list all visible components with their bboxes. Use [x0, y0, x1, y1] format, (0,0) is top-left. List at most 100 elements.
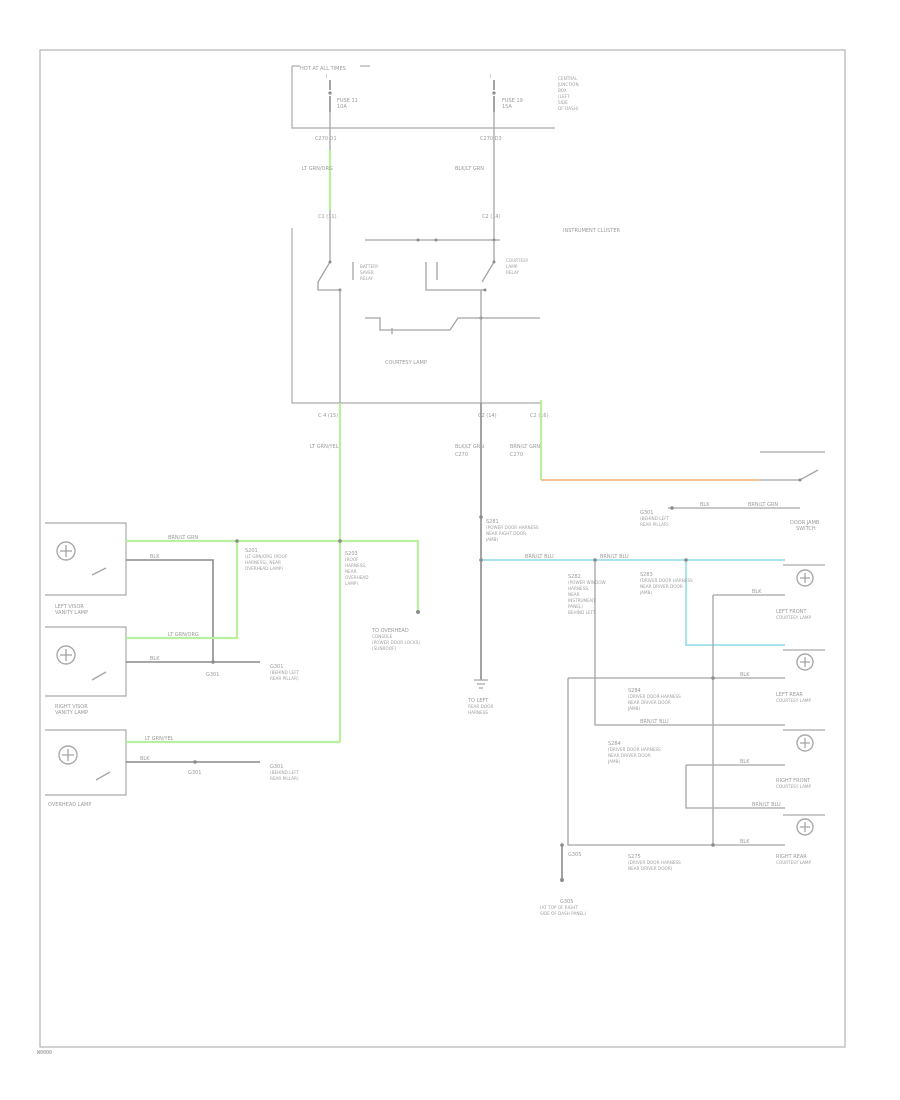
relay-right-0: COURTESY: [506, 258, 529, 263]
right-rear-courtesy-lamp: RIGHT REAR COURTESY LAMP: [776, 818, 814, 865]
relay-right-1: LAMP: [506, 264, 518, 269]
right-visor-vanity-lamp: RIGHT VISOR VANITY LAMP: [45, 626, 127, 716]
door-switch-wire-a: BLK: [700, 502, 710, 508]
splice2-label-2: HARNESS,: [345, 563, 366, 568]
center-ground-0: TO LEFT: [467, 698, 489, 704]
left-front-courtesy-lamp: LEFT FRONT COURTESY LAMP: [776, 569, 814, 620]
wire-color-right-5: BLK: [740, 759, 750, 765]
wire-color-left-1: BLK: [150, 554, 160, 560]
wire-color-right-7: BLK: [740, 839, 750, 845]
svg-text:I: I: [326, 74, 327, 80]
bottom-conn-label-2: (POWER DOOR LOCKS): [372, 640, 420, 645]
splice-mid-2: HARNESS,: [568, 586, 589, 591]
fuse-box-hot-label: HOT AT ALL TIMES: [300, 66, 346, 72]
splice-mid3-1: (DRIVER DOOR HARNESS: [628, 694, 681, 699]
splice2-label-4: OVERHEAD: [345, 575, 369, 580]
splice1-label-0: S201: [245, 548, 258, 554]
door-switch-label-0: DOOR JAMB: [790, 520, 820, 526]
wire-color-right-4: BRN/LT BLU: [640, 719, 669, 725]
fuse-box-name-2: BOX: [558, 88, 567, 93]
lamp-right-visor-line1: RIGHT VISOR: [55, 704, 88, 710]
relay-left-1: SAVER: [360, 270, 374, 275]
splice-mid-4: INSTRUMENT: [568, 598, 596, 603]
splice-top-1: (POWER DOOR HARNESS: [486, 525, 539, 530]
splice2-label-3: NEAR: [345, 569, 357, 574]
ground2-label-1: (BEHIND LEFT: [270, 770, 300, 775]
fuse-right-rating: 15A: [502, 104, 512, 110]
splice-mid2-2: NEAR DRIVER DOOR: [640, 584, 683, 589]
module-conn-left: C1 (11): [318, 214, 337, 220]
module-center-label: COURTESY LAMP: [385, 360, 427, 366]
ground2-label-0: G301: [270, 764, 283, 770]
relay-left-2: RELAY: [360, 276, 374, 281]
fuse-box-name-1: JUNCTION: [557, 82, 579, 87]
ground-mark-2: G301: [188, 770, 201, 776]
ground2-label-2: REAR PILLAR): [270, 776, 299, 781]
center-splice-ground: S281 (POWER DOOR HARNESS NEAR RIGHT DOOR…: [467, 515, 539, 715]
module-lower-mid: C2 (14): [478, 413, 497, 419]
lamp-rf-line1: RIGHT FRONT: [776, 778, 811, 784]
splice-mid3-2: NEAR DRIVER DOOR: [628, 700, 671, 705]
splice-mid-1: (POWER WINDOW: [568, 580, 606, 585]
splice-low-extra-3: JAMB): [607, 759, 621, 764]
wire-color-right-1: BLK: [752, 589, 762, 595]
relay-left-0: BATTERY: [360, 264, 379, 269]
module-lower-left: C 4 (15): [318, 413, 338, 419]
fuse-left-label: FUSE 11: [337, 98, 358, 104]
ground1-label-2: REAR PILLAR): [270, 676, 299, 681]
door-switch-wire-b: BRN/LT GRN: [748, 502, 778, 508]
door-switch-ground-0: G301: [640, 510, 653, 516]
g-bottom-mark: G305: [568, 852, 581, 858]
lamp-left-visor-line1: LEFT VISOR: [55, 604, 84, 610]
wire-color-right-6: BRN/LT BLU: [752, 802, 781, 808]
module-conn-right: C2 (14): [482, 214, 501, 220]
center-ground-2: HARNESS: [468, 710, 488, 715]
splice2-label-5: LAMP): [345, 581, 358, 586]
fuse-box-name-0: CENTRAL: [558, 76, 578, 81]
fuse-right-label: FUSE 19: [502, 98, 523, 104]
splice2-label-0: S203: [345, 551, 358, 557]
wire-color-left-5: BLK: [140, 756, 150, 762]
bottom-conn-label-0: TO OVERHEAD: [371, 628, 409, 634]
splice-low-extra-1: (DRIVER DOOR HARNESS: [608, 747, 661, 752]
door-switch-label-1: SWITCH: [796, 526, 816, 532]
splice-mid3-0: S284: [628, 688, 641, 694]
lamp-lr-line1: LEFT REAR: [776, 692, 803, 698]
wire-label-right-conn: C270: [510, 452, 523, 458]
wire-color-left-4: LT GRN/YEL: [145, 736, 174, 742]
bottom-conn-label-1: CONSOLE: [372, 634, 393, 639]
splice-top-2: NEAR RIGHT DOOR: [486, 531, 526, 536]
wire-right-visor-feed: [126, 541, 239, 640]
bottom-conn-label-3: (SUNROOF): [372, 646, 396, 651]
lamp-lf-line1: LEFT FRONT: [776, 609, 807, 615]
lamp-lf-line2: COURTESY LAMP: [776, 615, 812, 620]
center-ground-1: REAR DOOR: [468, 704, 493, 709]
right-front-courtesy-lamp: RIGHT FRONT COURTESY LAMP: [776, 734, 814, 789]
left-visor-vanity-lamp: LEFT VISOR VANITY LAMP: [45, 522, 127, 616]
splice-mid-3: NEAR: [568, 592, 580, 597]
splice-mid2-1: (DRIVER DOOR HARNESS: [640, 578, 693, 583]
splice1-label-2: HARNESS), NEAR: [245, 560, 281, 565]
splice-low-2: NEAR DRIVER DOOR): [628, 866, 673, 871]
module-title: INSTRUMENT CLUSTER: [563, 228, 621, 234]
lamp-rr-line1: RIGHT REAR: [776, 854, 807, 860]
ground1-label-1: (BEHIND LEFT: [270, 670, 300, 675]
lamp-right-visor-line2: VANITY LAMP: [55, 710, 88, 716]
wire-label-top-left: LT GRN/ORG: [302, 166, 333, 172]
wire-label-top-right: BLK/LT GRN: [455, 166, 484, 172]
splice1-label-1: (LT GRN/ORG (ROOF: [245, 554, 288, 559]
module-lower-right: C2 (16): [530, 413, 549, 419]
splice-top-0: S281: [486, 519, 499, 525]
splice-mid-6: BEHIND LEFT: [568, 610, 596, 615]
wire-brn-lt-blu-drop: [685, 560, 785, 646]
wire-color-left-3: BLK: [150, 656, 160, 662]
splice-mid-5: PANEL): [568, 604, 583, 609]
footer-code: W0000: [37, 1050, 52, 1056]
svg-text:I: I: [490, 74, 491, 80]
ground-bottom-1: (AT TOP OF RIGHT: [540, 905, 578, 910]
wire-label-mid-right: BRN/LT GRN: [510, 444, 540, 450]
wire-color-right-2: BRN/LT BLU: [600, 554, 629, 560]
splice-top-3: JAMB): [485, 537, 499, 542]
door-switch-ground-2: REAR PILLAR): [640, 522, 669, 527]
